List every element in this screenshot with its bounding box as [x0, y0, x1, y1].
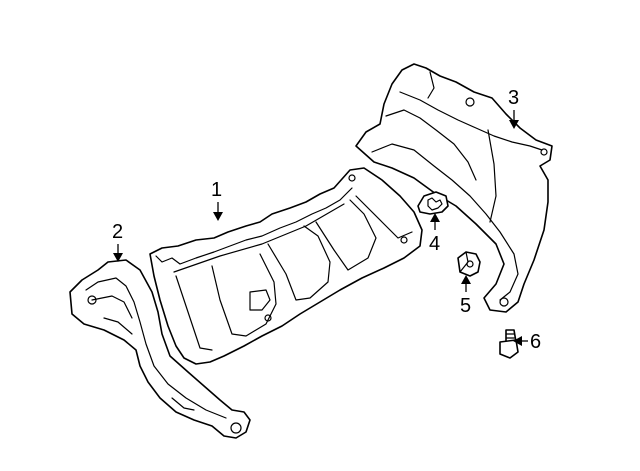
- callout-4-arrowhead: [430, 213, 440, 222]
- callout-1-label: 1: [211, 179, 222, 201]
- callout-2-arrowhead: [113, 253, 123, 262]
- part-1-engine-splash-shield[interactable]: [149, 167, 423, 365]
- callout-1: 1: [211, 179, 223, 221]
- callout-5-arrowhead: [461, 275, 471, 284]
- callout-6: 6: [513, 331, 541, 353]
- callout-6-arrowhead: [513, 336, 522, 346]
- part-2-left-splash-shield[interactable]: [69, 259, 251, 439]
- callout-1-arrowhead: [213, 212, 223, 221]
- part-3-right-splash-shield[interactable]: [355, 63, 553, 313]
- callout-6-label: 6: [530, 331, 541, 353]
- callout-3-label: 3: [508, 87, 519, 109]
- callout-3: 3: [508, 87, 519, 129]
- callout-3-arrowhead: [509, 120, 519, 129]
- callout-5: 5: [460, 275, 471, 317]
- part-4-grommet[interactable]: [417, 191, 449, 215]
- callout-2: 2: [112, 221, 123, 262]
- part-5-retainer[interactable]: [457, 251, 481, 277]
- part-6-bolt[interactable]: [499, 329, 519, 359]
- callout-4-label: 4: [429, 233, 440, 255]
- callout-4: 4: [429, 213, 440, 255]
- callout-2-label: 2: [112, 221, 123, 243]
- callout-5-label: 5: [460, 295, 471, 317]
